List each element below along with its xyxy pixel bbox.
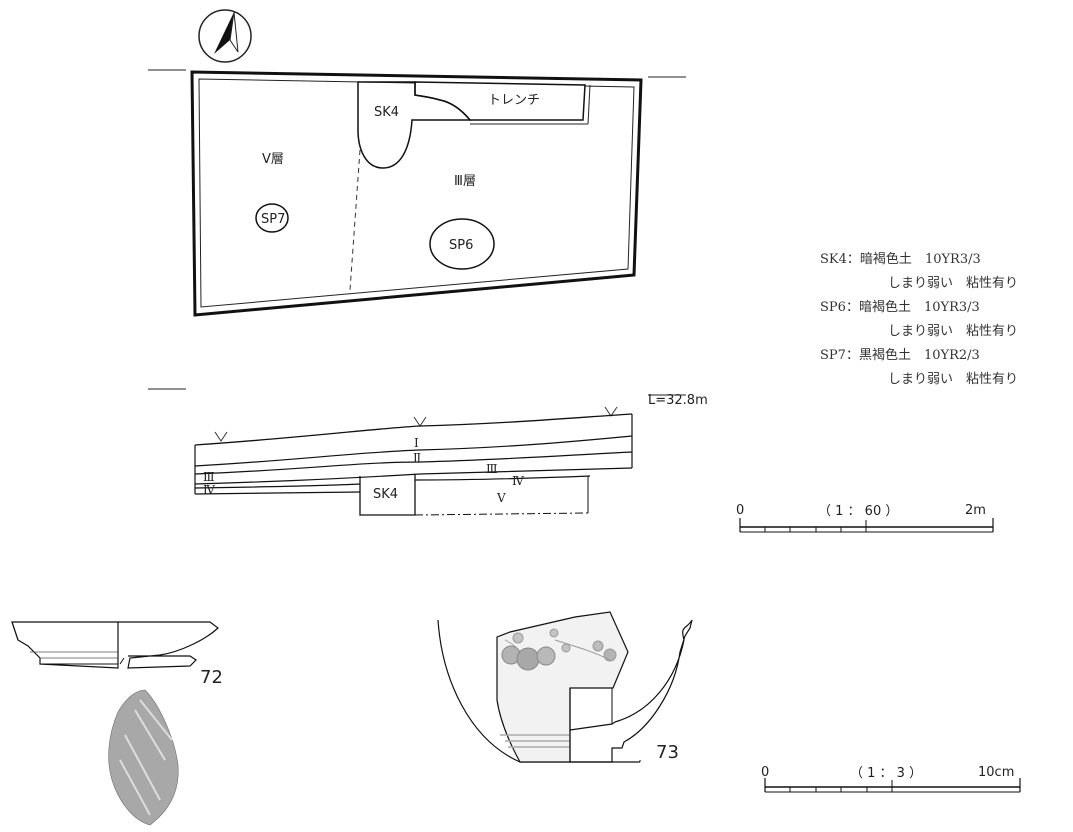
section-layer-i: Ⅰ	[414, 436, 419, 450]
rubbing-image	[108, 689, 179, 826]
plan-label-sp6: SP6	[449, 238, 473, 253]
plan-label-trench: トレンチ	[488, 93, 540, 108]
soil-legend: SK4：暗褐色土 10YR3/3 しまり弱い 粘性有り SP6：暗褐色土 10Y…	[820, 248, 1070, 392]
section-layer-iii-right: Ⅲ	[486, 462, 498, 476]
north-arrow-icon	[198, 9, 252, 63]
legend-desc-sk4: しまり弱い 粘性有り	[888, 276, 1019, 291]
scale-bar-site: 0 （ 1 ： 60 ） 2m	[736, 503, 994, 533]
legend-munsell-code: 10YR2/3	[923, 348, 980, 363]
legend-row-sk4: SK4：暗褐色土 10YR3/3	[820, 252, 981, 267]
scale-site-ratio: （ 1 ： 60 ）	[818, 504, 898, 519]
section-layer-ii: Ⅱ	[413, 451, 421, 465]
artifact-number-72: 72	[200, 667, 223, 688]
plan-label-sk4: SK4	[374, 105, 399, 120]
scale-artifacts-end: 10cm	[978, 765, 1014, 780]
scale-site-start: 0	[736, 503, 744, 518]
section-elevation: L=32.8m	[648, 393, 708, 408]
legend-soil-color: 暗褐色土	[858, 300, 911, 315]
scale-site-end: 2m	[965, 503, 986, 518]
legend-feature: SK4	[820, 252, 847, 267]
section-label-sk4: SK4	[373, 487, 398, 502]
section-layer-iv-right: Ⅳ	[512, 474, 525, 488]
plan-label-sp7: SP7	[261, 212, 285, 227]
legend-feature: SP7	[820, 348, 846, 363]
section-layer-iv-left: Ⅳ	[203, 483, 216, 497]
artifact-number-73: 73	[656, 742, 679, 763]
sp7-pit	[255, 203, 289, 233]
section-layer-iii-left: Ⅲ	[203, 470, 215, 484]
plan-label-layer-iii: Ⅲ層	[454, 174, 476, 189]
legend-soil-color: 暗褐色土	[859, 252, 912, 267]
legend-desc-sp6: しまり弱い 粘性有り	[888, 324, 1019, 339]
artifact-72: 72	[11, 621, 223, 826]
legend-soil-color: 黒褐色土	[858, 348, 911, 363]
scale-artifacts-ratio: （ 1 ： 3 ）	[850, 766, 922, 781]
legend-desc-sp7: しまり弱い 粘性有り	[888, 372, 1019, 387]
scale-bar-artifacts: 0 （ 1 ： 3 ） 10cm	[761, 765, 1021, 793]
plan-view: SK4 トレンチ Ⅴ層 Ⅲ層 SP7 SP6	[148, 69, 686, 317]
legend-munsell-code: 10YR3/3	[924, 252, 981, 267]
sk4-pit	[357, 81, 472, 169]
plan-label-layer-v: Ⅴ層	[262, 152, 284, 167]
artifact-73: 73	[437, 611, 693, 763]
sp6-pit	[429, 218, 495, 270]
legend-row-sp7: SP7：黒褐色土 10YR2/3	[820, 348, 980, 363]
section-layer-v: Ⅴ	[496, 491, 506, 505]
legend-feature: SP6	[820, 300, 846, 315]
scale-artifacts-start: 0	[761, 765, 769, 780]
trench-outline	[190, 70, 643, 317]
legend-munsell-code: 10YR3/3	[923, 300, 980, 315]
legend-row-sp6: SP6：暗褐色土 10YR3/3	[820, 300, 980, 315]
section-view: L=32.8m Ⅰ Ⅱ Ⅲ Ⅲ Ⅳ Ⅳ Ⅴ SK4	[148, 388, 708, 516]
